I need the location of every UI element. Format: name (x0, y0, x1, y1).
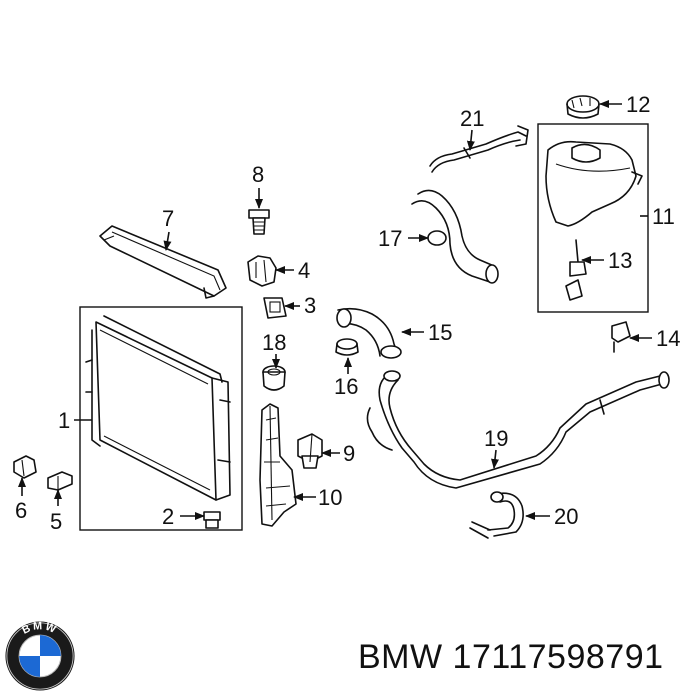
bushing-part (262, 365, 286, 391)
bmw-roundel-icon: BMW (5, 620, 75, 691)
callout-20: 20 (554, 504, 578, 529)
part-number-caption: BMW 17117598791 (358, 638, 664, 676)
callout-11: 11 (652, 204, 675, 229)
callout-18: 18 (262, 330, 286, 355)
callout-13: 13 (608, 248, 632, 273)
temp-sensor-part (611, 321, 631, 353)
radiator-part (79, 306, 243, 531)
callout-16: 16 (334, 374, 358, 399)
hose-17-part (411, 189, 499, 284)
callout-17: 17 (378, 226, 402, 251)
callout-2: 2 (162, 504, 174, 529)
expansion-tank-part (537, 123, 649, 313)
callout-6: 6 (15, 498, 27, 523)
callout-5: 5 (50, 509, 62, 534)
logo-blue-quadrant (19, 656, 40, 677)
callout-12: 12 (626, 92, 650, 117)
cap-part (566, 95, 600, 119)
clip-small-5-part (47, 471, 73, 491)
hose-21-part (429, 125, 529, 173)
shroud-part (259, 403, 297, 527)
logo-blue-quadrant (40, 635, 61, 656)
hose-20-part (469, 491, 524, 539)
callout-10: 10 (318, 485, 342, 510)
callout-9: 9 (343, 441, 355, 466)
hose-15-part (336, 307, 402, 359)
callout-4: 4 (298, 258, 310, 283)
mount-part (263, 297, 287, 319)
callout-21: 21 (460, 106, 484, 131)
bracket-part (99, 225, 227, 299)
callout-7: 7 (162, 206, 174, 231)
svg-text:BMW: BMW (20, 620, 59, 637)
bolt-part (248, 209, 270, 235)
callout-1: 1 (58, 408, 70, 433)
callout-14: 14 (656, 326, 680, 351)
clip-part (247, 255, 277, 287)
callout-3: 3 (304, 293, 316, 318)
callout-15: 15 (428, 320, 452, 345)
callout-8: 8 (252, 162, 264, 187)
cap-16-part (335, 338, 359, 356)
callout-19: 19 (484, 426, 508, 451)
hose-19-part (366, 370, 670, 489)
level-sensor-part (565, 239, 587, 301)
sensor-part (297, 433, 323, 469)
leader-lines (18, 100, 652, 520)
bolt-small-part (203, 511, 221, 529)
clip-small-6-part (13, 455, 37, 479)
